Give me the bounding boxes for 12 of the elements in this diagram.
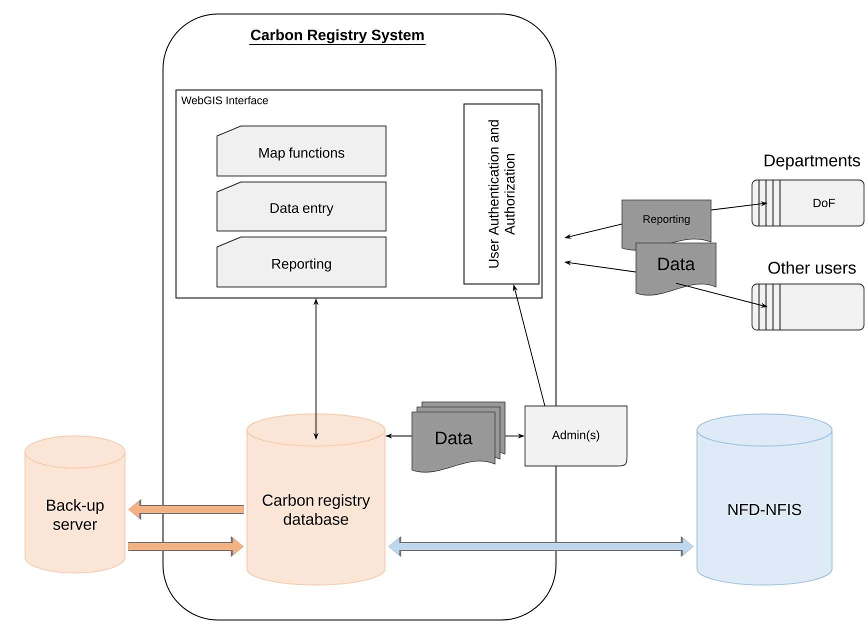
- database-cylinder: NFD-NFIS: [696, 414, 832, 586]
- database-cylinder: Carbon registry database: [246, 414, 386, 586]
- function-tab: Data entry: [216, 182, 386, 232]
- database-cylinder: Back-up server: [24, 436, 126, 574]
- admin-box: Admin(s): [524, 406, 628, 466]
- document-stack: Data: [412, 402, 506, 473]
- function-tab: Reporting: [216, 236, 386, 288]
- group-label: Other users: [768, 261, 856, 274]
- group-label: Departments: [764, 154, 860, 170]
- function-tab: Map functions: [216, 126, 386, 176]
- record-stack: DoF: [752, 180, 864, 226]
- auth-box: User Authentication and Authorization: [464, 104, 540, 284]
